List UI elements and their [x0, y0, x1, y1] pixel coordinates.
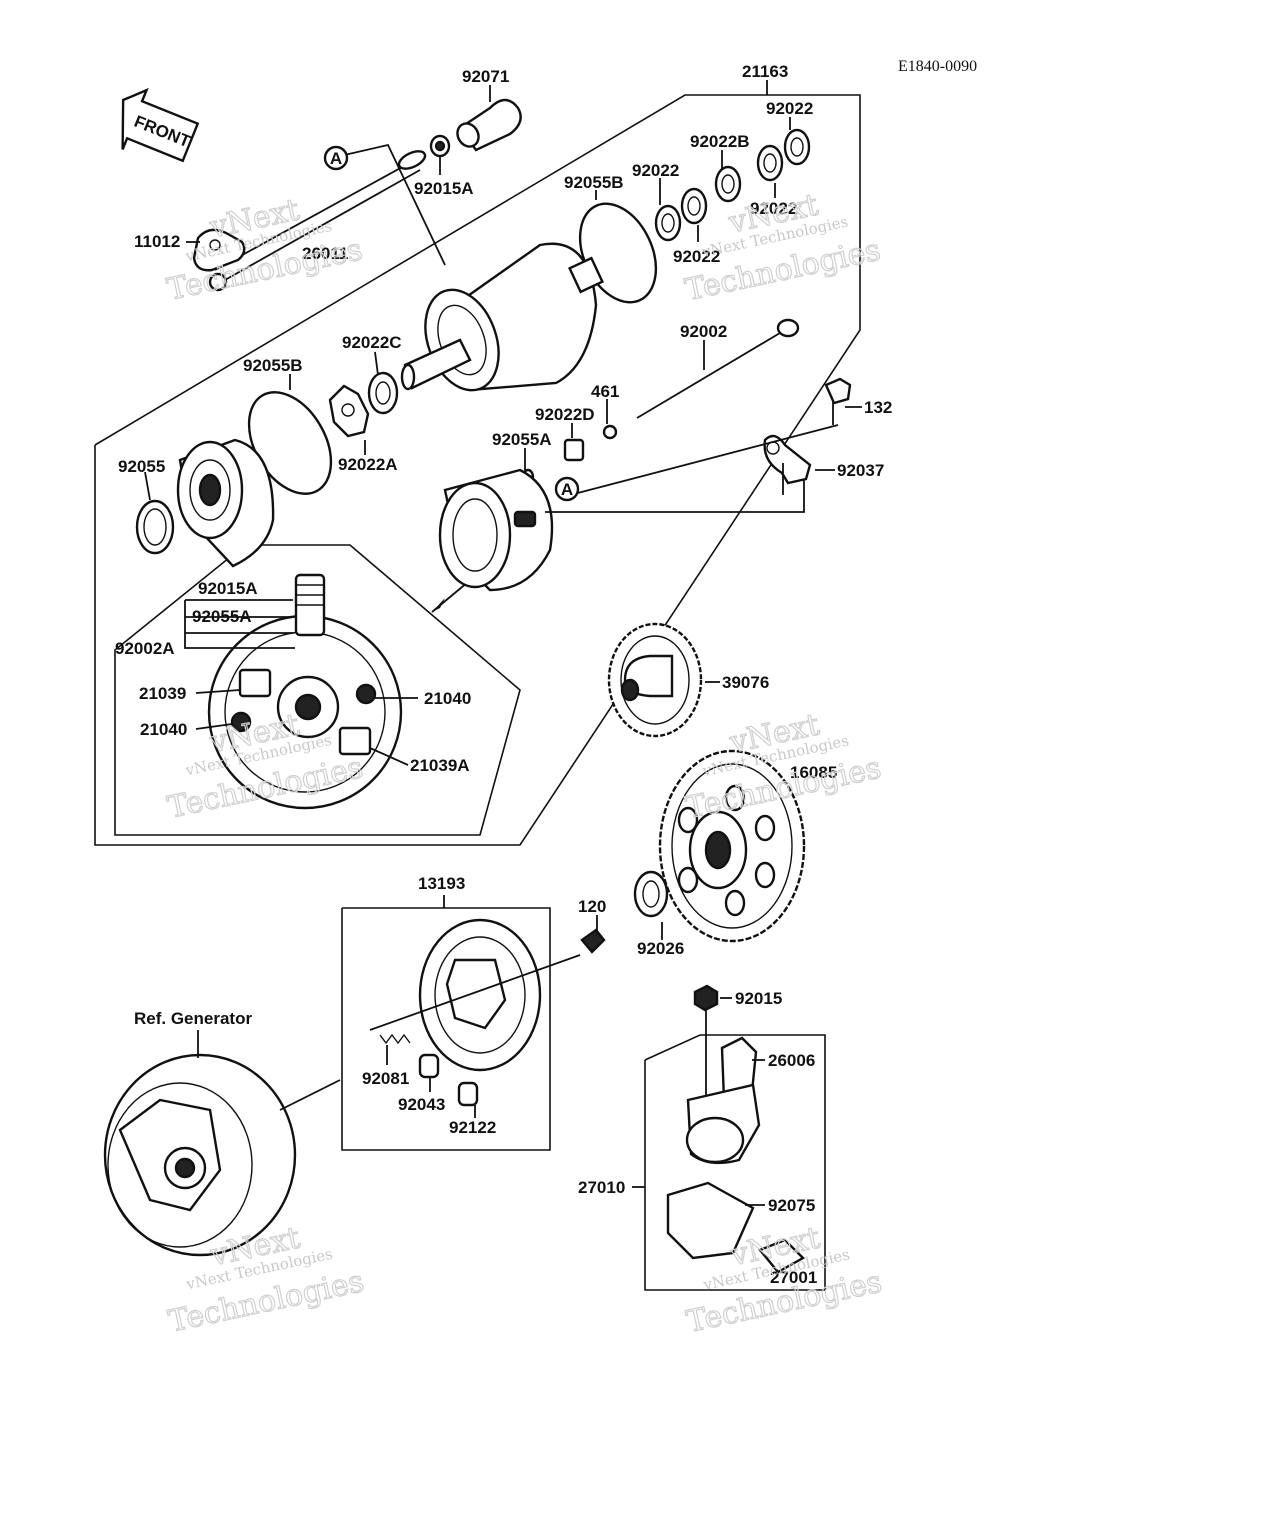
relay-cover-92075	[666, 1181, 755, 1260]
label-132: 132	[864, 398, 892, 417]
watermark-1: vNext vNext Technologies Technologies	[163, 192, 366, 308]
pin-92122	[457, 1081, 479, 1107]
label-13193: 13193	[418, 874, 465, 893]
bolt-132	[824, 377, 852, 425]
label-ref-generator: Ref. Generator	[134, 1009, 252, 1028]
svg-text:A: A	[561, 480, 573, 499]
label-92015: 92015	[735, 989, 782, 1008]
roller-92043	[418, 1053, 440, 1079]
label-92002a: 92002A	[115, 639, 175, 658]
lockplate-92022a	[328, 384, 370, 438]
label-92022a: 92022A	[338, 455, 398, 474]
label-92022-c: 92022	[750, 199, 797, 218]
washer-92022d	[563, 438, 585, 462]
nut-92015	[693, 984, 719, 1100]
washer-92022c	[367, 371, 399, 415]
label-27001: 27001	[770, 1268, 817, 1287]
label-26006: 26006	[768, 1051, 815, 1070]
label-92022d: 92022D	[535, 405, 595, 424]
idler-gear	[607, 622, 703, 738]
watermark-4: vNext vNext Technologies Technologies	[682, 707, 885, 827]
svg-text:A: A	[330, 149, 342, 168]
label-92022-b: 92022	[673, 247, 720, 266]
rear-cover	[438, 468, 554, 592]
label-92055b-top: 92055B	[564, 173, 624, 192]
label-92022b: 92022B	[690, 132, 750, 151]
label-92037: 92037	[837, 461, 884, 480]
label-27010: 27010	[578, 1178, 625, 1197]
label-120: 120	[578, 897, 606, 916]
label-21163: 21163	[742, 62, 788, 81]
through-bolt	[636, 318, 800, 419]
generator-rotor	[103, 1053, 297, 1257]
label-16085: 16085	[790, 763, 837, 782]
label-92043: 92043	[398, 1095, 445, 1114]
label-92071: 92071	[462, 67, 509, 86]
bolt-120	[580, 928, 606, 954]
front-arrow-icon: FRONT	[121, 87, 200, 163]
label-21039a: 21039A	[410, 756, 470, 775]
brush-plate	[207, 573, 403, 810]
label-92122: 92122	[449, 1118, 496, 1137]
ref-marker-a-top: A	[323, 145, 349, 171]
label-92075: 92075	[768, 1196, 815, 1215]
label-92055a-top: 92055A	[492, 430, 552, 449]
label-92022-top: 92022	[766, 99, 813, 118]
starter-clutch	[418, 918, 542, 1072]
label-92015a-top: 92015A	[414, 179, 474, 198]
label-461: 461	[591, 382, 619, 401]
terminal-cap	[429, 98, 522, 158]
washer-92026	[633, 870, 669, 918]
seal-92055	[135, 499, 175, 555]
label-92022c: 92022C	[342, 333, 402, 352]
ref-marker-a-bottom: A	[554, 476, 580, 502]
label-26011: 26011	[302, 244, 348, 263]
label-21040-left: 21040	[140, 720, 187, 739]
label-92002: 92002	[680, 322, 727, 341]
label-92022-a: 92022	[632, 161, 679, 180]
spring-92081	[379, 1033, 411, 1045]
fuse-holder-27001	[758, 1238, 805, 1274]
diagram-code: E1840-0090	[898, 58, 977, 75]
label-21040-right: 21040	[424, 689, 471, 708]
starter-assembly-box	[94, 80, 861, 846]
relay-box	[644, 1034, 826, 1291]
label-11012: 11012	[134, 232, 180, 251]
starter-motor-yoke	[400, 242, 604, 392]
label-92055a-inset: 92055A	[192, 607, 252, 626]
label-92081: 92081	[362, 1069, 409, 1088]
label-39076: 39076	[722, 673, 769, 692]
label-92055: 92055	[118, 457, 165, 476]
label-21039: 21039	[139, 684, 186, 703]
front-cover	[176, 438, 275, 568]
starter-clutch-gear	[658, 749, 806, 943]
starter-cable	[192, 150, 427, 292]
washer-stack	[654, 128, 811, 242]
clutch-box	[341, 907, 551, 1151]
label-92015a-inset: 92015A	[198, 579, 258, 598]
leader-lines	[144, 85, 862, 1206]
label-92055b-left: 92055B	[243, 356, 303, 375]
label-92026: 92026	[637, 939, 684, 958]
starter-relay	[685, 1083, 761, 1165]
nut-461	[602, 424, 618, 440]
